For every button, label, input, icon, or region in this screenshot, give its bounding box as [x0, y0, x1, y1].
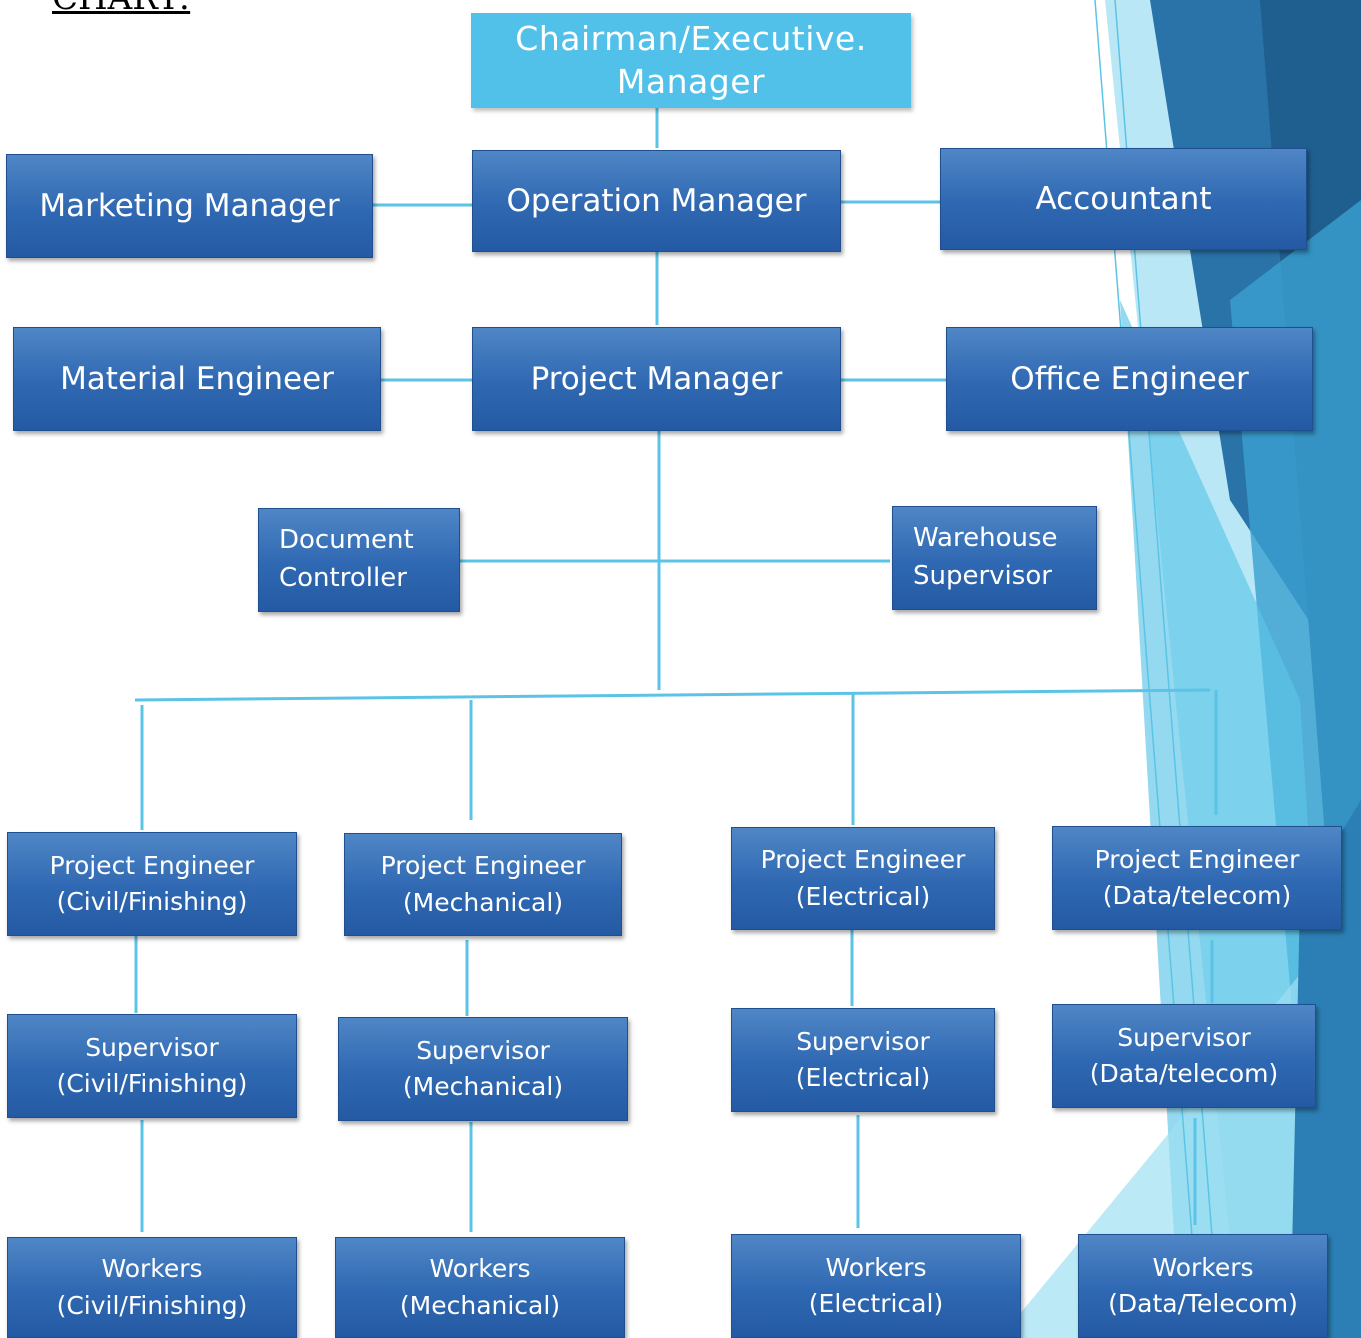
node-project-engineer-mechanical: Project Engineer (Mechanical)	[344, 833, 622, 936]
node-workers-civil: Workers (Civil/Finishing)	[7, 1237, 297, 1338]
node-workers-mechanical: Workers (Mechanical)	[335, 1237, 625, 1338]
node-project-engineer-electrical: Project Engineer (Electrical)	[731, 827, 995, 930]
node-workers-electrical: Workers (Electrical)	[731, 1234, 1021, 1338]
node-project-engineer-civil: Project Engineer (Civil/Finishing)	[7, 832, 297, 936]
node-material-engineer: Material Engineer	[13, 327, 381, 431]
node-document-controller: Document Controller	[258, 508, 460, 612]
node-supervisor-mechanical: Supervisor (Mechanical)	[338, 1017, 628, 1121]
node-warehouse-supervisor: Warehouse Supervisor	[892, 506, 1097, 610]
node-project-manager: Project Manager	[472, 327, 841, 431]
page-title: CHART:	[52, 0, 190, 18]
node-supervisor-civil: Supervisor (Civil/Finishing)	[7, 1014, 297, 1118]
node-project-engineer-data: Project Engineer (Data/telecom)	[1052, 826, 1342, 930]
node-office-engineer: Office Engineer	[946, 327, 1313, 431]
node-supervisor-electrical: Supervisor (Electrical)	[731, 1008, 995, 1112]
node-accountant: Accountant	[940, 148, 1307, 250]
node-operation-manager: Operation Manager	[472, 150, 841, 252]
node-chairman: Chairman/Executive. Manager	[471, 13, 911, 108]
node-supervisor-data: Supervisor (Data/telecom)	[1052, 1004, 1316, 1108]
node-marketing-manager: Marketing Manager	[6, 154, 373, 258]
node-workers-data: Workers (Data/Telecom)	[1078, 1234, 1328, 1338]
